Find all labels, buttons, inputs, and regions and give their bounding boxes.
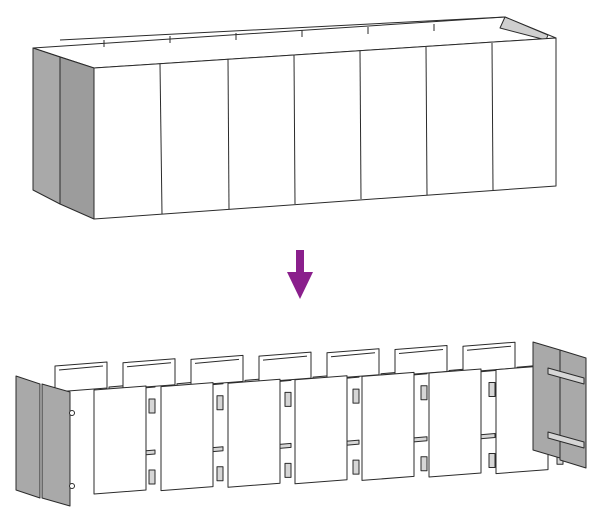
end-panel-left-outer <box>15 375 41 499</box>
end-panel-rail <box>547 431 585 449</box>
bracket-clip <box>148 398 156 414</box>
back-bracket-frame <box>58 365 104 371</box>
end-panel-right-inner <box>559 349 587 469</box>
back-bracket-frame <box>466 345 512 351</box>
back-bracket-frame <box>194 358 240 364</box>
bracket-clip <box>420 385 428 401</box>
bracket-clip <box>488 382 496 397</box>
end-panel-rail <box>547 367 585 385</box>
bracket-clip <box>216 466 224 482</box>
bolt-icon <box>69 483 75 489</box>
planter-side-panel-left-inner <box>59 56 95 220</box>
bracket-clip <box>420 456 428 472</box>
planter-inner-back-wall <box>59 16 506 47</box>
back-bracket-frame <box>330 352 376 358</box>
down-arrow-icon <box>287 250 313 299</box>
exploded-parts-view <box>15 341 587 507</box>
bracket-clip <box>488 453 496 468</box>
assembled-planter <box>32 16 557 220</box>
planter-front-face <box>93 37 557 220</box>
back-bracket-frame <box>262 355 308 361</box>
planter-side-panel-left-outer <box>32 47 61 205</box>
front-panel <box>93 385 147 495</box>
front-panel <box>160 382 214 492</box>
front-panel <box>428 368 482 478</box>
front-panel <box>294 375 348 485</box>
front-panel <box>227 378 281 488</box>
planter-front-panel-seams <box>159 42 494 215</box>
back-bracket-frame <box>398 349 444 354</box>
bracket-clip <box>284 391 292 407</box>
bracket-clip <box>148 469 156 485</box>
back-bracket-frame <box>126 362 172 368</box>
bracket-clip <box>352 388 360 404</box>
bracket-clip <box>352 459 360 475</box>
bracket-clip <box>284 462 292 478</box>
bolt-icon <box>69 410 75 416</box>
end-panel-left-inner <box>41 383 71 507</box>
bracket-clip <box>216 395 224 411</box>
front-panel <box>361 371 415 481</box>
